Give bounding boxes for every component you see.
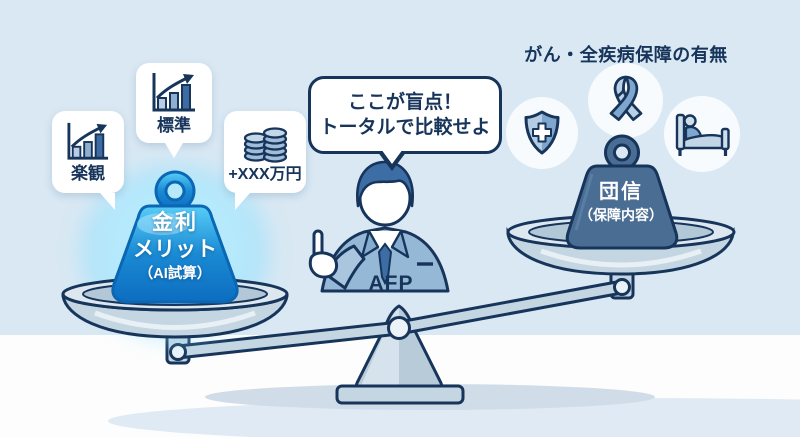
- shield-cross-icon: [524, 110, 560, 155]
- right-pivot-bolt: [613, 278, 631, 296]
- pointing-hand-icon: [308, 229, 339, 279]
- center-pivot-bolt: [387, 316, 411, 340]
- fulcrum-base: [335, 384, 465, 405]
- advisor-tie: [377, 242, 393, 286]
- interest-weight: [111, 170, 239, 304]
- advisor-arm: [325, 244, 366, 290]
- left-pivot-bolt: [169, 343, 187, 361]
- fulcrum: [335, 304, 465, 405]
- ground-ellipse: [108, 398, 800, 437]
- danshin-weight: [565, 134, 679, 250]
- bed-circle: [664, 96, 740, 172]
- ribbon-circle: [588, 63, 663, 138]
- shield-circle: [506, 97, 578, 169]
- advisor-figure: [308, 160, 450, 293]
- awareness-ribbon-icon: [609, 75, 642, 121]
- hospital-bed-icon: [675, 113, 730, 156]
